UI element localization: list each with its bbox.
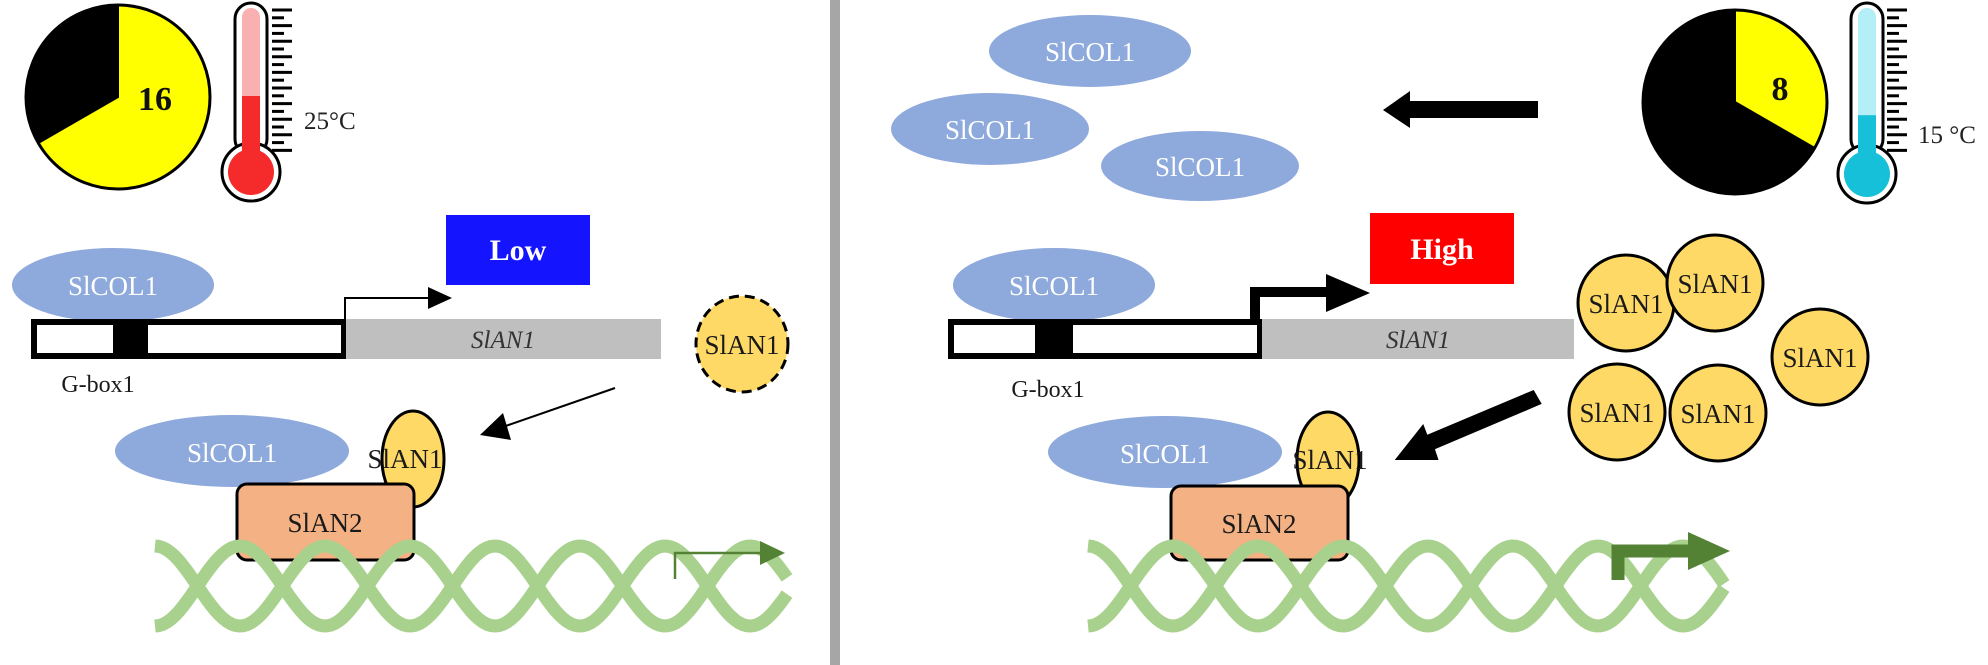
free-slan1-label: SlAN1 [1782, 343, 1857, 373]
complex-slcol1 [115, 415, 349, 487]
temperature-label: 15 °C [1918, 122, 1976, 149]
protein-complex: SlCOL1 SlAN1 SlAN2 [115, 409, 446, 562]
slan1-gene-label: SlAN1 [471, 327, 535, 354]
g-box1-label: G-box1 [1011, 377, 1084, 403]
free-slcol1-cluster: SlCOL1 SlCOL1 SlCOL1 [889, 15, 1301, 203]
complex-slan1-label: SlAN1 [1292, 445, 1367, 475]
transcription-start-arrow [1250, 287, 1330, 322]
complex-slan2-label: SlAN2 [1221, 509, 1296, 539]
transcription-arrow-head [1326, 274, 1370, 312]
slcol1-label: SlCOL1 [1009, 271, 1099, 301]
helix-transcription-arrow [1611, 544, 1690, 580]
panel-divider [830, 0, 840, 665]
complex-slan2-label: SlAN2 [287, 508, 362, 538]
expression-level-label: High [1410, 233, 1474, 266]
complex-slan1-label: SlAN1 [367, 444, 442, 474]
photoperiod-hours-label: 16 [138, 81, 172, 118]
free-slcol1-protein [1099, 129, 1301, 203]
pie-outline [24, 3, 212, 191]
temperature-label: 25°C [304, 108, 356, 135]
free-slan1-protein [1770, 307, 1870, 407]
thermometer-scale [1887, 8, 1907, 152]
complex-slan2 [235, 482, 416, 562]
complex-slcol1-label: SlCOL1 [187, 438, 277, 468]
thermometer-icon: 15 °C [1836, 1, 1976, 205]
slan1-free-protein [694, 294, 790, 394]
g-box1-element [113, 322, 148, 356]
slcol1-label: SlCOL1 [68, 271, 158, 301]
complex-slan2 [1169, 484, 1350, 562]
photoperiod-clock-icon: 8 [1641, 8, 1829, 196]
slcol1-protein [953, 248, 1155, 322]
release-arrow-icon [1383, 91, 1538, 128]
slan1-gene [346, 319, 661, 359]
free-slcol1-label: SlCOL1 [1155, 152, 1245, 182]
g-box1-element [1035, 322, 1073, 356]
binding-arrow [499, 387, 616, 429]
thermometer-bulb [228, 149, 274, 195]
free-slcol1-protein [889, 91, 1091, 167]
left-panel: 16 25°C SlCOL1 SlAN1 G-box1 Low [12, 1, 793, 633]
slcol1-protein [12, 248, 214, 322]
free-slcol1-label: SlCOL1 [945, 115, 1035, 145]
helix-transcription-arrow-head [1688, 532, 1730, 570]
right-panel: SlCOL1 SlCOL1 SlCOL1 8 15 °C [889, 1, 1976, 633]
promoter-region [948, 319, 1263, 359]
helix-transcription-arrow-head [760, 541, 785, 565]
free-slan1-label: SlAN1 [1579, 398, 1654, 428]
thermometer-scale [272, 8, 292, 152]
free-slan1-protein [1665, 233, 1765, 333]
free-slan1-label: SlAN1 [1677, 269, 1752, 299]
pie-outline [1641, 8, 1829, 196]
slan1-free-label: SlAN1 [704, 330, 779, 360]
free-slan1-label: SlAN1 [1680, 399, 1755, 429]
complex-slcol1-label: SlCOL1 [1120, 439, 1210, 469]
slan1-gene-label: SlAN1 [1386, 327, 1450, 354]
expression-level-badge [446, 215, 590, 285]
transcription-arrow-head [428, 287, 452, 309]
binding-arrow-head [480, 413, 511, 440]
g-box1-label: G-box1 [61, 372, 134, 398]
transcription-start-arrow [344, 297, 430, 320]
helix-strand-a [154, 539, 793, 633]
free-slan1-protein [1668, 363, 1768, 463]
expression-level-label: Low [490, 234, 547, 267]
promoter-construct: SlCOL1 SlAN1 G-box1 [948, 248, 1574, 403]
promoter-construct: SlCOL1 SlAN1 G-box1 [12, 248, 661, 398]
thermometer-icon: 25°C [220, 1, 356, 203]
free-slan1-protein [1567, 362, 1667, 462]
promoter-region [31, 319, 347, 359]
expression-level-badge [1370, 213, 1514, 284]
slan1-gene [1262, 319, 1574, 359]
free-slan1-label: SlAN1 [1588, 289, 1663, 319]
helix-transcription-arrow [673, 551, 760, 579]
binding-arrow-icon [1394, 389, 1542, 460]
protein-complex: SlCOL1 SlAN1 SlAN2 [1048, 410, 1368, 562]
thermometer-bulb [1844, 151, 1890, 197]
photoperiod-hours-label: 8 [1772, 71, 1789, 108]
free-slcol1-protein [989, 15, 1191, 87]
complex-slcol1 [1048, 416, 1282, 488]
photoperiod-clock-icon: 16 [24, 3, 212, 191]
free-slcol1-label: SlCOL1 [1045, 37, 1135, 67]
helix-strand-a [1087, 539, 1730, 633]
